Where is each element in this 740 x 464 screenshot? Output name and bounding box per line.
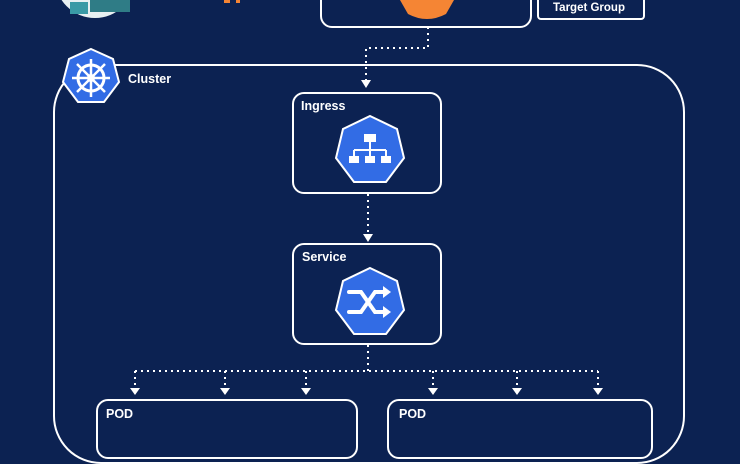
pod-box-right bbox=[387, 399, 653, 459]
pod-box-left bbox=[96, 399, 358, 459]
pod-label-right: POD bbox=[399, 407, 427, 421]
target-group-box bbox=[537, 0, 645, 20]
arrow-heads bbox=[130, 80, 603, 395]
arrows bbox=[134, 27, 599, 388]
ingress-label: Ingress bbox=[301, 99, 346, 113]
cluster-label: Cluster bbox=[128, 72, 172, 86]
kubernetes-logo-icon bbox=[61, 47, 121, 103]
load-balancer-icon bbox=[400, 0, 454, 19]
load-balancer-box bbox=[320, 0, 532, 28]
connector-layer bbox=[61, 0, 603, 395]
target-group-label: Target Group bbox=[553, 2, 625, 14]
aws-logo-fragment bbox=[224, 0, 240, 3]
service-label: Service bbox=[302, 250, 347, 264]
ingress-box bbox=[292, 92, 442, 194]
service-shuffle-icon bbox=[334, 266, 406, 335]
ingress-icon bbox=[334, 114, 406, 183]
pod-label-left: POD bbox=[106, 407, 134, 421]
service-box bbox=[292, 243, 442, 345]
top-left-logo bbox=[61, 0, 130, 18]
